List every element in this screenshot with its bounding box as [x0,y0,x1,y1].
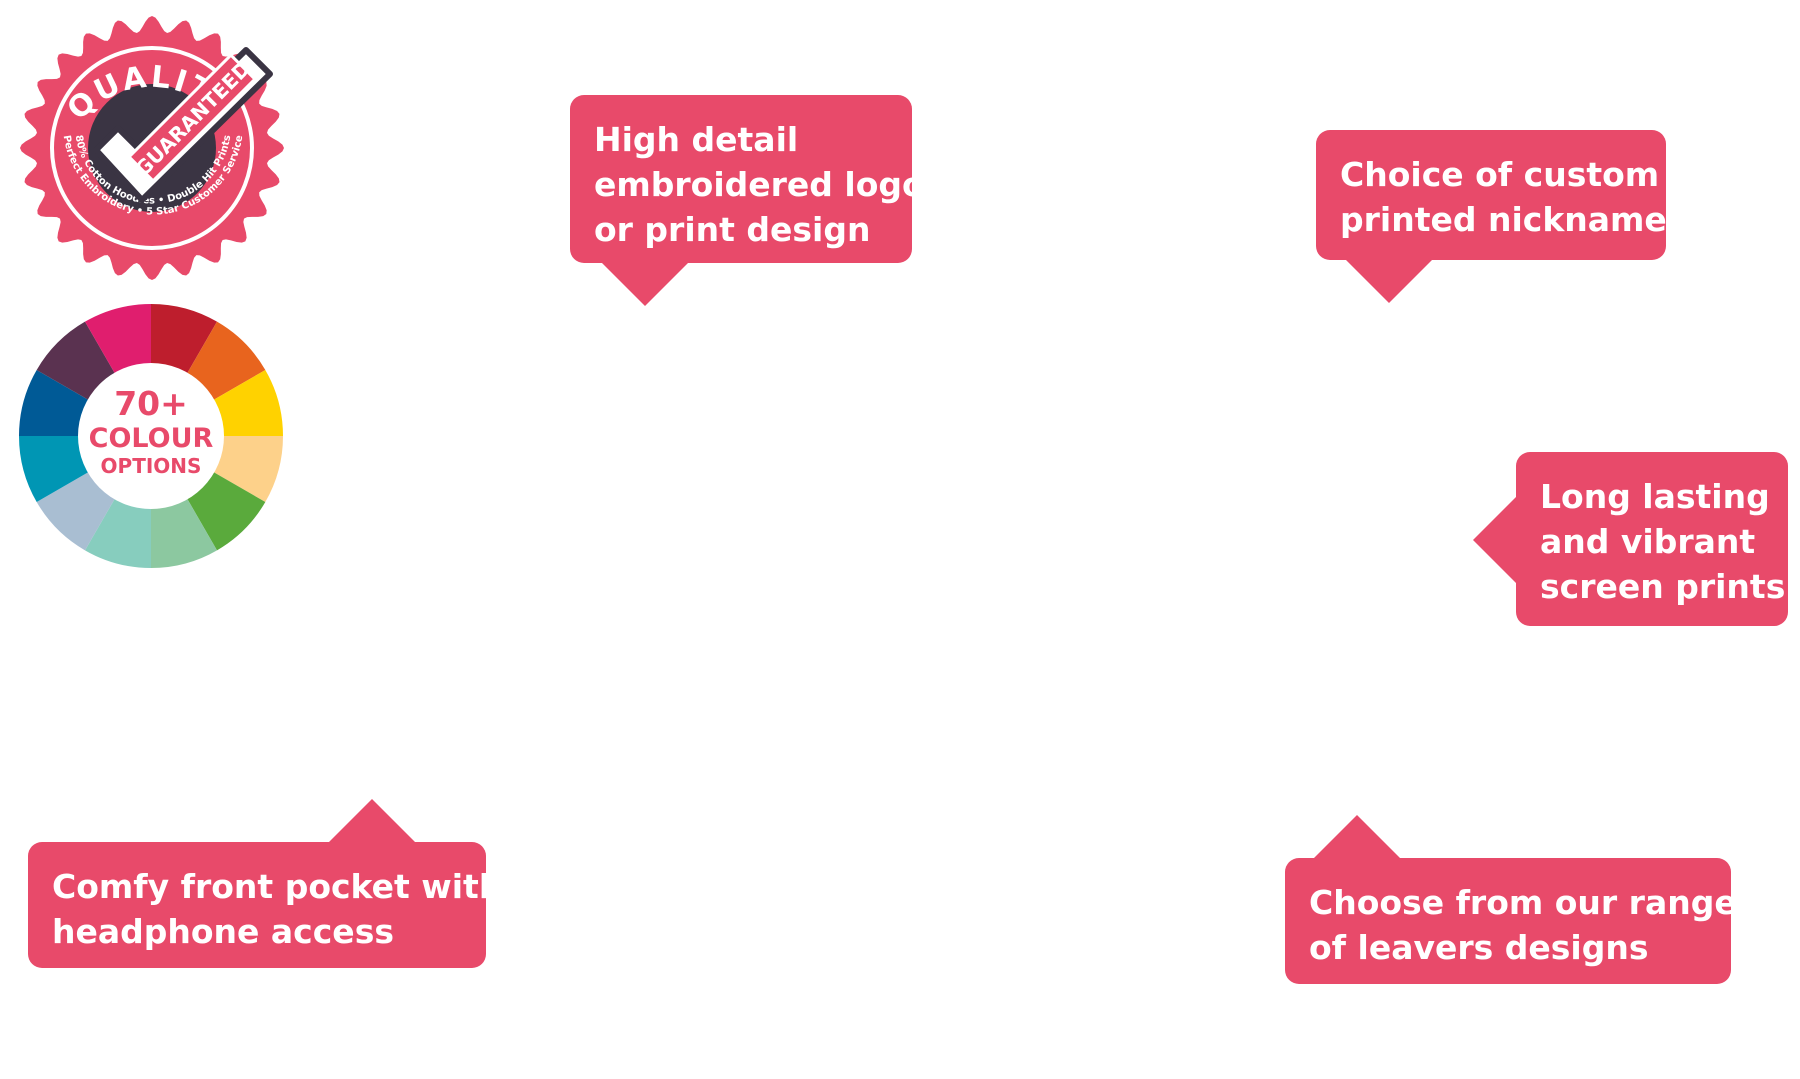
colour-wheel-segment [202,436,283,502]
callout-pointer [328,799,416,843]
colour-options-wheel: 70+ COLOUR OPTIONS [19,304,283,568]
guaranteed-ribbon [126,52,258,184]
callout-pointer [601,262,689,306]
callout-pointer [1473,496,1517,584]
callout-screen-prints: Long lasting and vibrant screen prints [1516,452,1788,626]
callout-line: and vibrant [1540,522,1756,561]
callout-line: headphone access [52,912,394,951]
callout-line: Choose from our range [1309,883,1737,922]
quality-guaranteed-badge: QUALITY 80% Cotton Hoodies • Double Hit … [20,16,284,280]
callout-line: or print design [594,210,871,249]
callout-line: printed nickname [1340,200,1667,239]
callout-pointer [1345,259,1433,303]
callout-line: Comfy front pocket with [52,867,503,906]
colour-wheel-segment [19,436,100,502]
callout-pointer [1313,815,1401,859]
colour-wheel-segment [151,304,217,385]
callout-line: Long lasting [1540,477,1770,516]
callout-front-pocket: Comfy front pocket with headphone access [28,842,503,968]
callout-embroidered-logo: High detail embroidered logo or print de… [570,95,925,263]
colour-wheel-segment [85,304,151,385]
callout-custom-nickname: Choice of custom printed nickname [1316,130,1667,260]
callout-line: screen prints [1540,567,1786,606]
callout-line: High detail [594,120,799,159]
callout-line: of leavers designs [1309,928,1649,967]
colour-wheel-segment [202,370,283,436]
colour-count: 70+ [114,384,188,423]
colour-wheel-segment [151,487,217,568]
callout-line: embroidered logo [594,165,925,204]
callout-line: Choice of custom [1340,155,1660,194]
callout-leavers-designs: Choose from our range of leavers designs [1285,858,1737,984]
colour-wheel-center [78,363,224,509]
colour-label: COLOUR [89,423,214,454]
colour-sublabel: OPTIONS [101,454,202,478]
colour-wheel-segment [19,370,100,436]
badge-inner-ring [50,46,254,250]
colour-wheel-segment [85,487,151,568]
